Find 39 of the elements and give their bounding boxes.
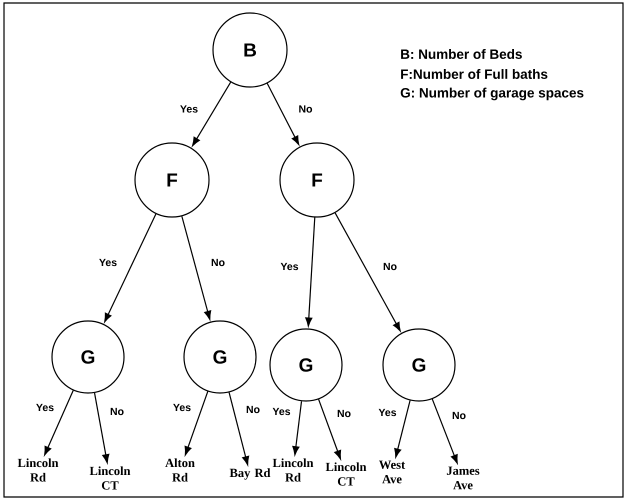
arrow: [394, 400, 411, 458]
edge-label: Yes: [271, 406, 292, 416]
arrow: [104, 214, 156, 322]
edge-label: No: [210, 258, 226, 268]
leaf-label: Lincoln CT: [326, 462, 366, 486]
key-text: F:Number of Full baths: [401, 69, 548, 79]
edge-label: Yes: [172, 402, 192, 412]
leaf-label: Lincoln Rd: [18, 458, 58, 482]
leaf-label: James Ave: [446, 466, 480, 490]
key-text: B: Number of Beds: [401, 49, 522, 59]
leaf-label: Lincoln CT: [90, 466, 130, 490]
edge-label: No: [336, 408, 352, 418]
edge-label: No: [298, 104, 314, 114]
arrow: [192, 82, 232, 146]
arrow: [181, 216, 212, 320]
leaf-label: Bay Rd: [230, 468, 270, 480]
edge-label: Yes: [178, 104, 200, 114]
arrow: [305, 217, 316, 327]
edge-label: No: [451, 410, 467, 420]
leaf-label: Lincoln Rd: [272, 458, 314, 482]
arrow: [292, 401, 302, 456]
arrow: [318, 399, 342, 460]
edge-label: No: [109, 406, 125, 416]
edge-label: Yes: [377, 408, 398, 418]
edge-label: No: [245, 404, 261, 414]
arrow: [334, 212, 401, 332]
arrow: [266, 83, 300, 145]
edge-label: No: [382, 262, 398, 272]
edge-label: Yes: [34, 402, 56, 412]
arrow: [432, 398, 458, 464]
edge-label: Yes: [98, 258, 118, 268]
edge-label: Yes: [279, 262, 300, 272]
key-text: G: Number of garage spaces: [400, 88, 584, 100]
arrow: [94, 392, 110, 464]
leaf-label: Alton Rd: [165, 458, 195, 482]
leaf-label: West Ave: [378, 460, 406, 484]
arrow: [44, 390, 74, 456]
arrow: [184, 391, 208, 456]
arrow: [228, 392, 250, 466]
